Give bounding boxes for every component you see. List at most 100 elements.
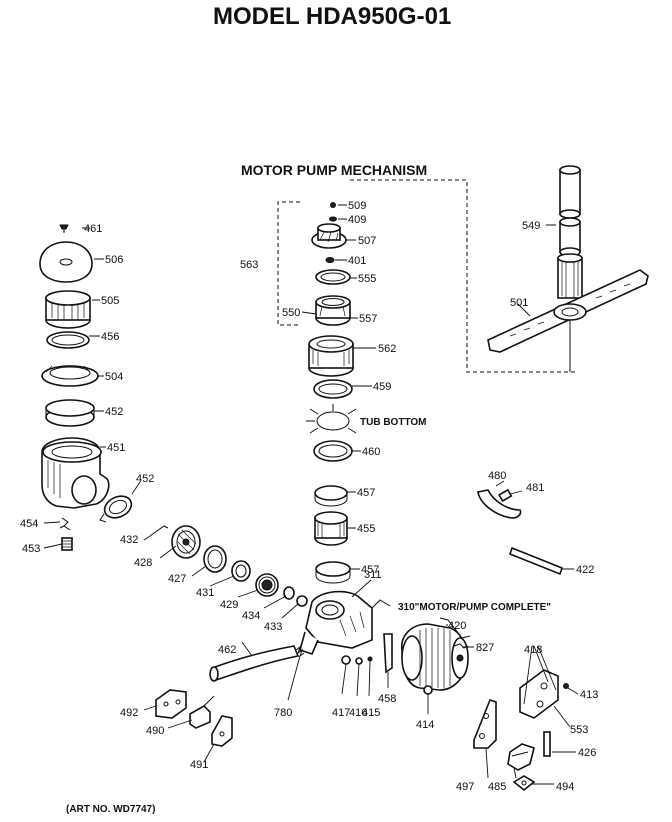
label-563: 563	[240, 259, 258, 271]
part-431-washer	[231, 560, 251, 582]
label-434: 434	[242, 610, 260, 622]
label-453: 453	[22, 543, 40, 555]
label-827: 827	[476, 642, 494, 654]
part-433-seal	[296, 595, 308, 607]
part-413-screw	[563, 683, 569, 689]
part-504-seal	[41, 365, 99, 387]
label-311: 311	[364, 569, 382, 581]
part-456-oring	[46, 331, 90, 349]
part-497-mount	[473, 699, 497, 749]
part-562-chamber	[308, 335, 354, 377]
label-459: 459	[373, 381, 391, 393]
part-452-clamp-lower	[99, 495, 133, 523]
tub-bottom-marker	[306, 404, 357, 434]
label-451: 451	[107, 442, 125, 454]
part-454-clip	[59, 517, 71, 531]
label-418: 418	[524, 644, 542, 656]
label-506: 506	[105, 254, 123, 266]
part-420-clip	[439, 617, 471, 639]
part-481-clip	[498, 488, 513, 503]
label-415: 415	[362, 707, 380, 719]
label-455: 455	[357, 523, 375, 535]
model-title: MODEL HDA950G-01	[213, 3, 451, 30]
part-453-spring	[61, 537, 73, 551]
part-427-ring	[203, 545, 227, 573]
part-415-washer	[367, 656, 373, 662]
label-420: 420	[448, 620, 466, 632]
part-491-bracket	[211, 715, 233, 747]
label-553: 553	[570, 724, 588, 736]
label-461: 461	[84, 223, 102, 235]
label-505: 505	[101, 295, 119, 307]
label-428: 428	[134, 557, 152, 569]
part-451-housing	[41, 437, 110, 509]
part-409-washer	[329, 216, 337, 222]
label-432: 432	[120, 534, 138, 546]
part-310-motor	[401, 623, 469, 691]
label-433: 433	[264, 621, 282, 633]
label-555: 555	[358, 273, 376, 285]
part-417-washer	[341, 655, 351, 665]
label-456: 456	[101, 331, 119, 343]
label-416: 416	[349, 707, 367, 719]
part-549-tube	[557, 165, 583, 299]
part-553-bracket	[519, 669, 559, 719]
label-462: 462	[218, 644, 236, 656]
part-780-spring	[295, 645, 305, 658]
label-414: 414	[416, 719, 434, 731]
label-427: 427	[168, 573, 186, 585]
art-number: (ART NO. WD7747)	[66, 804, 155, 815]
label-426: 426	[578, 747, 596, 759]
part-418-fasteners	[523, 645, 557, 705]
section-title: MOTOR PUMP MECHANISM	[241, 162, 427, 178]
part-492-plate	[155, 689, 187, 719]
label-401: 401	[348, 255, 366, 267]
part-458-bracket	[383, 633, 393, 674]
part-455-sleeve	[314, 511, 348, 546]
label-492: 492	[120, 707, 138, 719]
label-480: 480	[488, 470, 506, 482]
part-506-cap	[39, 241, 93, 283]
part-494-clip	[512, 775, 536, 792]
part-509-screw	[330, 202, 336, 208]
label-452-upper: 452	[105, 406, 123, 418]
label-490: 490	[146, 725, 164, 737]
part-429-bearing	[255, 573, 279, 597]
label-550: 550	[282, 307, 300, 319]
label-491: 491	[190, 759, 208, 771]
part-501-spray-arm	[487, 269, 649, 353]
label-409: 409	[348, 214, 366, 226]
part-490-switch	[189, 695, 215, 729]
label-tub-bottom: TUB BOTTOM	[360, 417, 426, 428]
label-429: 429	[220, 599, 238, 611]
part-311-pump-housing	[299, 590, 391, 655]
part-462-hose	[209, 645, 300, 682]
label-458: 458	[378, 693, 396, 705]
label-454: 454	[20, 518, 38, 530]
label-497: 497	[456, 781, 474, 793]
label-452-lower: 452	[136, 473, 154, 485]
label-557: 557	[359, 313, 377, 325]
label-481: 481	[526, 482, 544, 494]
part-505-filter	[45, 290, 91, 329]
part-457-ring-lower	[315, 561, 351, 584]
label-310-motor-pump-complete: 310"MOTOR/PUMP COMPLETE"	[398, 602, 551, 613]
part-460-gasket	[313, 440, 353, 462]
part-432-pin	[149, 525, 169, 537]
label-431: 431	[196, 587, 214, 599]
part-459-gasket	[313, 379, 353, 399]
label-501: 501	[510, 297, 528, 309]
part-461-screw	[59, 224, 69, 233]
part-485-bracket	[507, 743, 535, 771]
leader-311	[351, 579, 372, 598]
part-557-housing	[315, 295, 351, 326]
group-563-bracket	[277, 201, 300, 326]
part-428-gear-assembly	[171, 525, 201, 559]
part-434-washer	[283, 586, 295, 600]
part-457-ring-upper	[314, 485, 348, 507]
label-460: 460	[362, 446, 380, 458]
label-509: 509	[348, 200, 366, 212]
part-507-impeller	[311, 223, 347, 249]
part-401-nut	[325, 257, 335, 263]
